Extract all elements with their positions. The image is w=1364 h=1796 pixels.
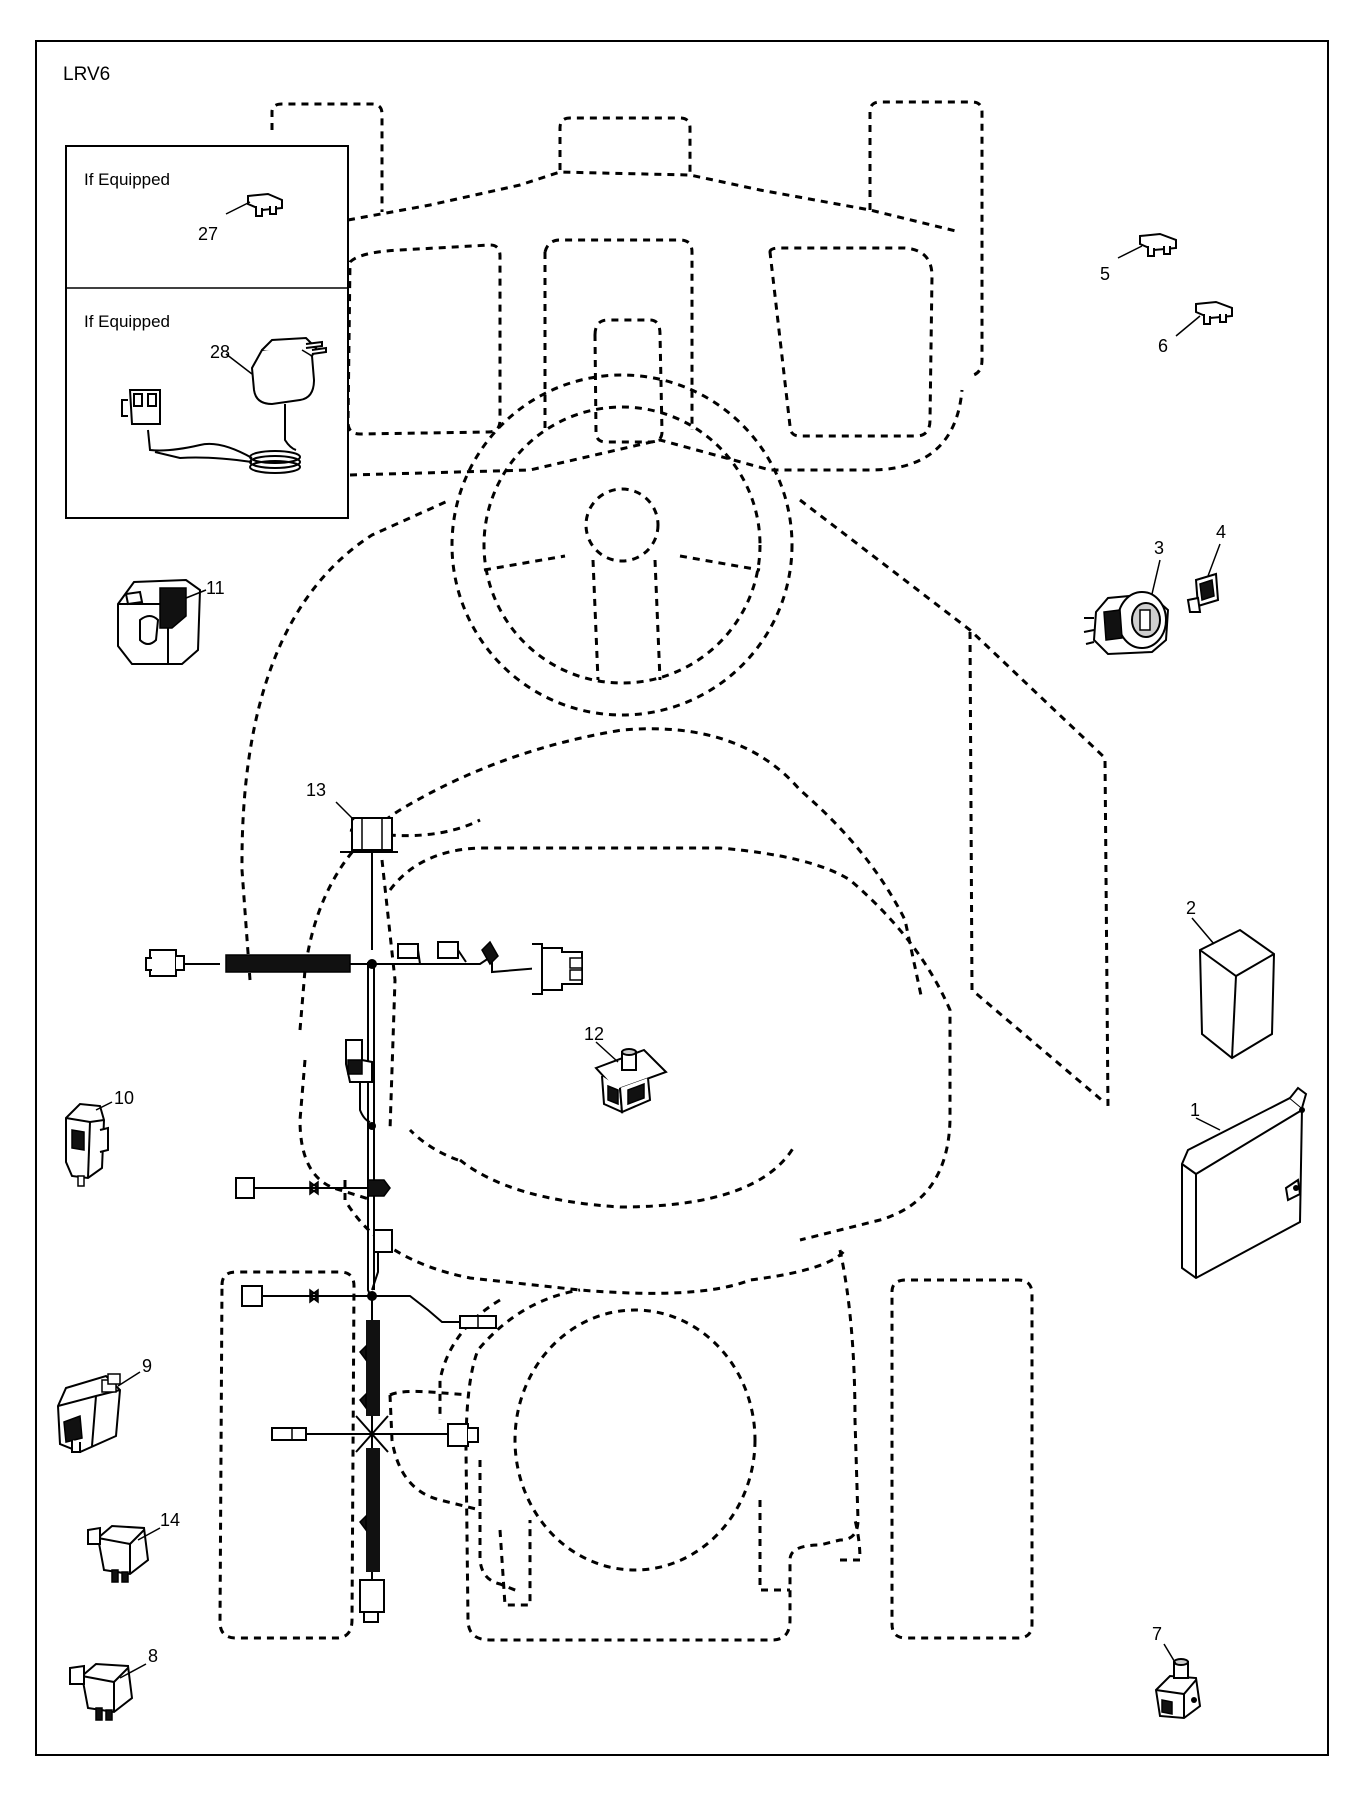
callout-3: 3 xyxy=(1154,538,1165,558)
plunger-switch-7-icon xyxy=(1154,1658,1202,1720)
callout-13: 13 xyxy=(306,780,327,800)
battery-1-icon xyxy=(1181,1086,1308,1280)
callout-9: 9 xyxy=(142,1356,153,1376)
wiring-harness xyxy=(145,852,583,1623)
charger-28-icon xyxy=(121,336,327,474)
ignition-switch-3-icon xyxy=(1083,591,1170,656)
fuse-27-icon xyxy=(247,192,283,217)
inset-box xyxy=(65,145,349,519)
seat-switch-9-icon xyxy=(56,1373,122,1454)
callout-27: 27 xyxy=(198,224,219,244)
callout-4: 4 xyxy=(1216,522,1227,542)
fuse-6-icon xyxy=(1195,300,1233,325)
relay-14-icon xyxy=(87,1524,150,1583)
callout-12: 12 xyxy=(584,1024,605,1044)
rocker-switch-12-icon xyxy=(594,1048,668,1114)
callout-28: 28 xyxy=(210,342,231,362)
callout-11: 11 xyxy=(206,578,225,598)
diagram-frame xyxy=(35,40,1329,1756)
connector-10-icon xyxy=(65,1102,109,1187)
relay-8-icon xyxy=(69,1662,134,1721)
inset-bottom-label: If Equipped xyxy=(84,312,171,331)
fuse-5-icon xyxy=(1139,232,1177,257)
callout-8: 8 xyxy=(148,1646,159,1666)
callout-7: 7 xyxy=(1152,1624,1163,1644)
callout-14: 14 xyxy=(160,1510,181,1530)
module-11-icon xyxy=(117,578,202,665)
callout-1: 1 xyxy=(1190,1100,1201,1120)
ignition-key-4-icon xyxy=(1186,572,1220,613)
callout-10: 10 xyxy=(114,1088,135,1108)
battery-cover-2-icon xyxy=(1198,928,1276,1060)
diagram-code: LRV6 xyxy=(63,64,111,85)
clip-13-icon xyxy=(340,817,398,853)
callout-6: 6 xyxy=(1158,336,1169,356)
callout-5: 5 xyxy=(1100,264,1111,284)
mower-outline xyxy=(218,100,1110,1642)
inset-top-label: If Equipped xyxy=(84,170,171,189)
callout-2: 2 xyxy=(1186,898,1197,918)
